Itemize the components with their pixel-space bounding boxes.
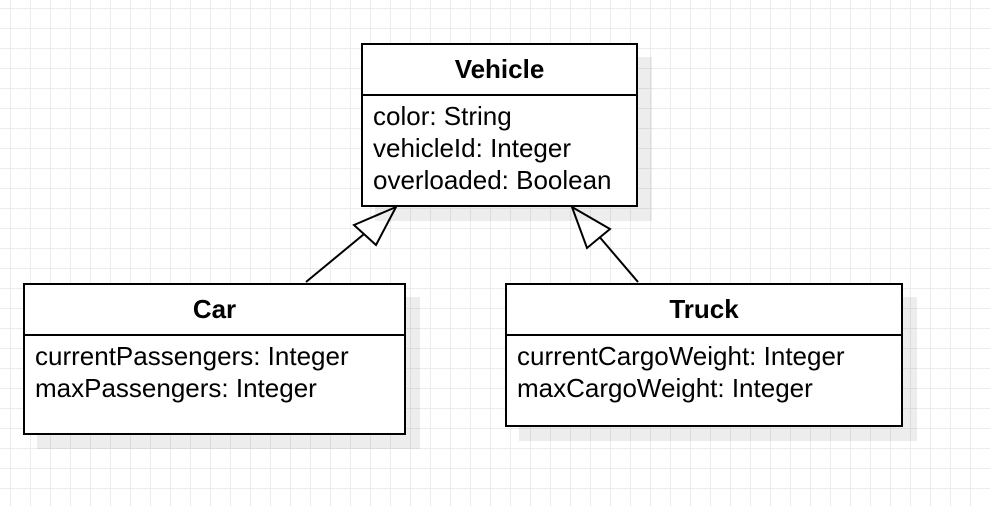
class-car-name: Car	[25, 285, 404, 336]
attribute: maxCargoWeight: Integer	[517, 373, 813, 403]
class-vehicle-attributes: color: String vehicleId: Integer overloa…	[363, 96, 636, 196]
truck-inheritance-line	[596, 233, 639, 283]
class-vehicle-name: Vehicle	[363, 45, 636, 96]
car-inheritance-arrowhead	[352, 204, 399, 247]
attribute: maxPassengers: Integer	[35, 373, 317, 403]
class-truck-attributes: currentCargoWeight: Integer maxCargoWeig…	[507, 336, 901, 404]
class-truck-name: Truck	[507, 285, 901, 336]
class-vehicle[interactable]: Vehicle color: String vehicleId: Integer…	[361, 43, 638, 207]
class-truck[interactable]: Truck currentCargoWeight: Integer maxCar…	[505, 283, 903, 427]
attribute: color: String	[373, 101, 512, 131]
attribute: currentPassengers: Integer	[35, 341, 349, 371]
attribute: currentCargoWeight: Integer	[517, 341, 845, 371]
attribute: vehicleId: Integer	[373, 133, 572, 163]
attribute: overloaded: Boolean	[373, 165, 612, 195]
truck-inheritance-arrowhead	[570, 204, 612, 250]
class-car[interactable]: Car currentPassengers: Integer maxPassen…	[23, 283, 406, 435]
class-car-attributes: currentPassengers: Integer maxPassengers…	[25, 336, 404, 404]
